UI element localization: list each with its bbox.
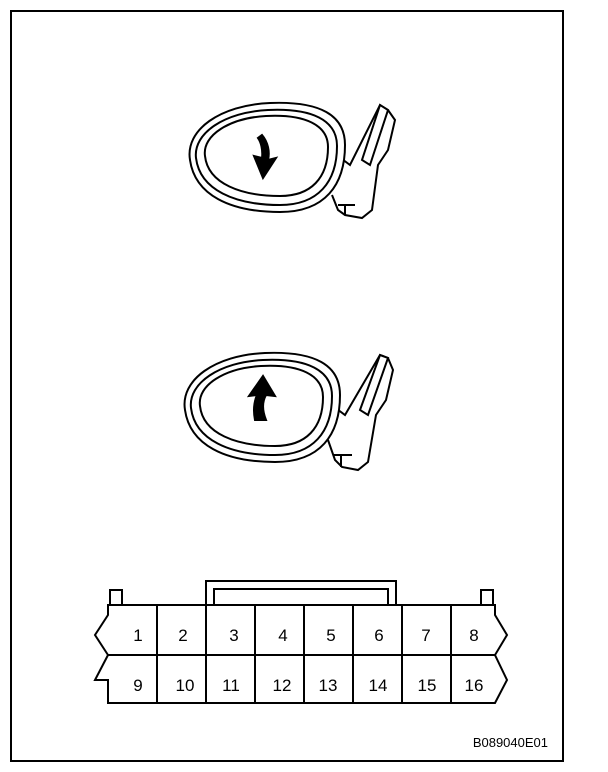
pin-label: 6 xyxy=(374,626,383,645)
connector xyxy=(93,580,509,704)
pin-label: 12 xyxy=(273,676,292,695)
pin-label: 16 xyxy=(465,676,484,695)
pin-label: 4 xyxy=(278,626,287,645)
pin-label: 5 xyxy=(326,626,335,645)
mirror-down xyxy=(188,101,397,220)
pin-label: 8 xyxy=(469,626,478,645)
mirror-up xyxy=(183,351,395,472)
pin-label: 1 xyxy=(133,626,142,645)
pin-label: 9 xyxy=(133,676,142,695)
pin-label: 13 xyxy=(319,676,338,695)
connector-pins-bottom: 9 10 11 12 13 14 15 16 xyxy=(133,676,483,695)
connector-pins-top: 1 2 3 4 5 6 7 8 xyxy=(133,626,478,645)
pin-label: 2 xyxy=(178,626,187,645)
pin-label: 14 xyxy=(369,676,388,695)
diagram-code: B089040E01 xyxy=(472,735,548,750)
pin-label: 10 xyxy=(176,676,195,695)
pin-label: 3 xyxy=(229,626,238,645)
pin-label: 7 xyxy=(421,626,430,645)
pin-label: 11 xyxy=(222,676,240,695)
pin-label: 15 xyxy=(418,676,437,695)
